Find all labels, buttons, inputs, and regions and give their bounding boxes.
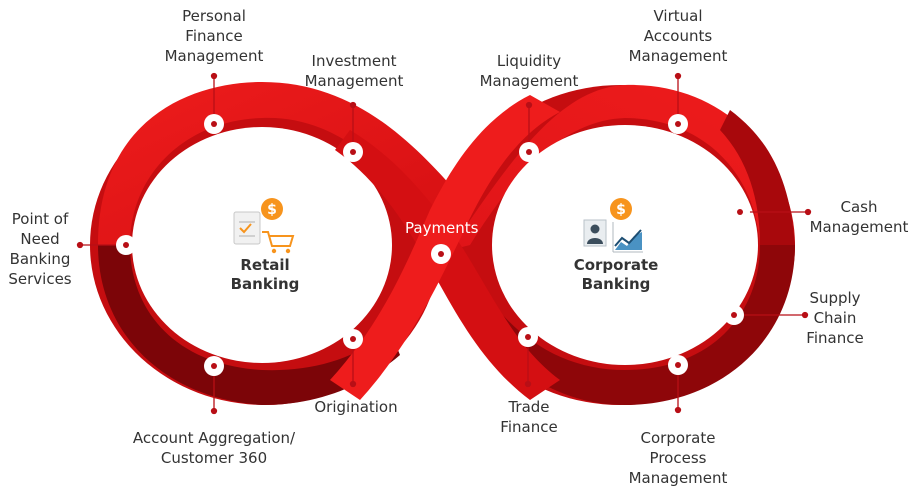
label-investment-management: Investment Management <box>304 52 404 90</box>
node-point-of-need <box>116 235 136 255</box>
label-account-aggregation-customer-360: Account Aggregation/ Customer 360 <box>132 429 296 467</box>
label-payments: Payments <box>405 219 479 237</box>
shopping-cart-icon: $ <box>233 198 295 254</box>
business-analytics-icon: $ <box>583 198 643 253</box>
label-point-of-need-banking-services: Point of Need Banking Services <box>8 210 72 288</box>
node-trade-finance <box>518 327 538 347</box>
node-personal-finance <box>204 114 224 134</box>
label-cash-management: Cash Management <box>809 198 909 236</box>
node-origination <box>343 329 363 349</box>
svg-text:$: $ <box>267 202 277 218</box>
label-supply-chain-finance: Supply Chain Finance <box>806 289 864 347</box>
left-loop-hole <box>132 127 392 363</box>
label-virtual-accounts-management: Virtual Accounts Management <box>628 7 728 65</box>
left-loop-top-band <box>98 82 468 250</box>
label-liquidity-management: Liquidity Management <box>479 52 579 90</box>
node-investment <box>343 142 363 162</box>
node-cash <box>730 202 750 222</box>
left-loop <box>90 82 468 405</box>
node-virtual-accounts <box>668 114 688 134</box>
right-loop-inner-shade <box>720 110 795 245</box>
label-corporate-process-management: Corporate Process Management <box>628 429 728 487</box>
node-payments <box>431 244 451 264</box>
node-markers <box>116 114 750 376</box>
label-origination: Origination <box>314 398 398 416</box>
right-loop-top-band <box>450 84 795 250</box>
right-loop-shadow <box>470 245 795 405</box>
svg-text:$: $ <box>616 202 626 218</box>
hub-corporate-banking: Corporate Banking <box>573 256 659 293</box>
left-loop-shadow <box>98 245 400 405</box>
label-trade-finance: Trade Finance <box>500 398 558 436</box>
node-account-aggregation <box>204 356 224 376</box>
node-corporate-process <box>668 355 688 375</box>
node-liquidity <box>519 142 539 162</box>
label-personal-finance-management: Personal Finance Management <box>164 7 264 65</box>
node-supply-chain <box>724 305 744 325</box>
crossing-band-back <box>335 130 560 400</box>
hub-retail-banking: Retail Banking <box>230 256 300 293</box>
